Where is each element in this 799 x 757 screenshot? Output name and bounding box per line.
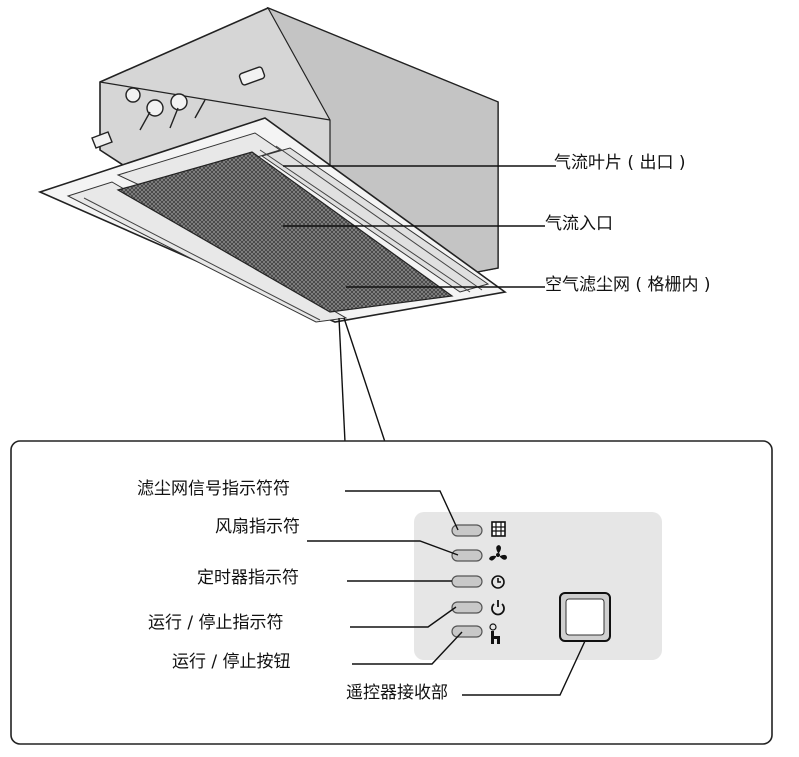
remote-receiver-window	[559, 592, 611, 642]
receiver-panel	[414, 512, 662, 660]
label-airflow-louver: 气流叶片 ( 出口 )	[554, 153, 686, 173]
fan-icon	[489, 545, 507, 561]
person-sensor-icon	[489, 623, 500, 644]
label-fan-indicator: 风扇指示符	[215, 517, 300, 537]
run-stop-button[interactable]	[451, 625, 483, 638]
label-filter-indicator: 滤尘网信号指示符符	[137, 479, 290, 499]
air-inlet-mesh	[116, 151, 454, 313]
label-timer-indicator: 定时器指示符	[197, 568, 299, 588]
cassette-unit	[37, 6, 556, 443]
filter-grid-icon	[491, 521, 506, 537]
power-icon	[491, 600, 505, 616]
pipe-fittings	[91, 66, 266, 149]
led-fan	[451, 549, 483, 562]
label-air-filter: 空气滤尘网 ( 格栅内 )	[545, 275, 711, 295]
led-run-stop	[451, 601, 483, 614]
label-run-stop-indicator: 运行 / 停止指示符	[148, 613, 284, 633]
louver-right	[260, 147, 490, 293]
timer-clock-icon	[491, 575, 505, 589]
panel-detail	[10, 440, 773, 745]
louver-left	[66, 181, 348, 323]
led-timer	[451, 575, 483, 588]
label-air-inlet: 气流入口	[545, 214, 613, 234]
label-run-stop-button: 运行 / 停止按钮	[172, 652, 291, 672]
label-remote-receiver: 遥控器接收部	[346, 683, 448, 703]
led-filter	[451, 524, 483, 537]
